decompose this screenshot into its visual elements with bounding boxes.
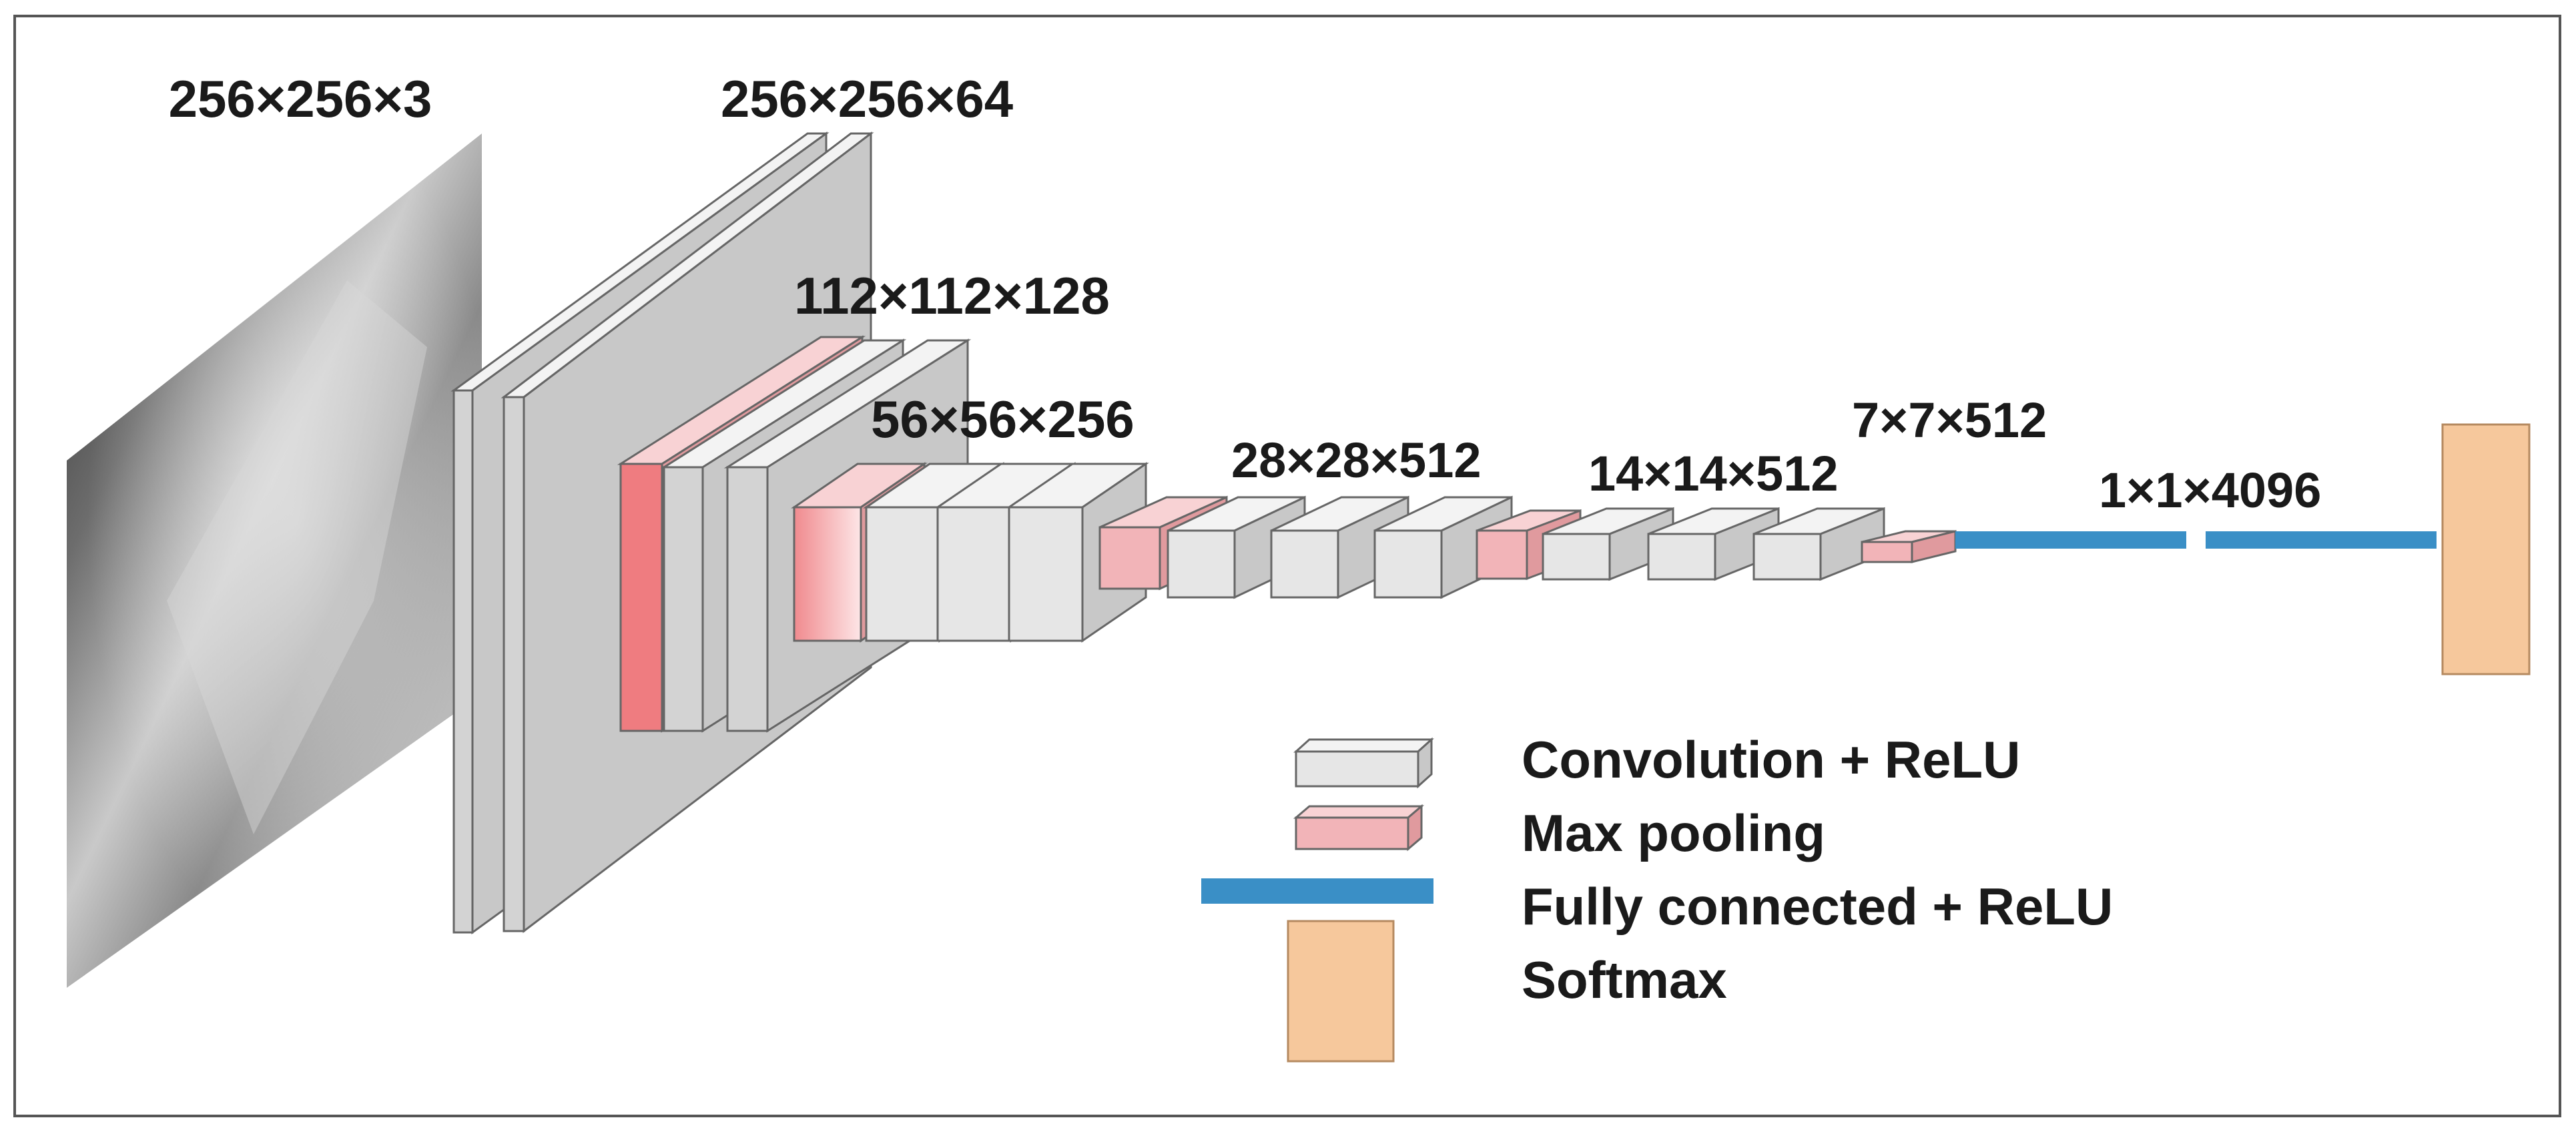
conv3-block-1-face bbox=[865, 506, 941, 642]
conv2-slab-2-face bbox=[726, 466, 769, 732]
fully-connected-bar-2 bbox=[2206, 531, 2437, 549]
legend-pool-swatch bbox=[1293, 804, 1425, 852]
input-xray-shape bbox=[167, 280, 427, 834]
stage-label-1x1x4096: 1×1×4096 bbox=[2099, 463, 2321, 518]
pool5-block-face bbox=[1861, 541, 1913, 563]
conv3-block-3-face bbox=[1008, 506, 1084, 642]
fully-connected-bar-1 bbox=[1955, 531, 2186, 549]
legend-softmax-label: Softmax bbox=[1522, 950, 1727, 1009]
conv5-block-1-face bbox=[1542, 533, 1611, 581]
pool3-block-face bbox=[1098, 526, 1161, 590]
legend-fc-label: Fully connected + ReLU bbox=[1522, 877, 2113, 936]
legend-softmax-swatch bbox=[1287, 920, 1395, 1063]
diagram-border bbox=[13, 15, 2561, 1117]
legend: Convolution + ReLU Max pooling Fully con… bbox=[1201, 730, 2113, 1063]
layer-blocks bbox=[450, 131, 1957, 934]
softmax-block bbox=[2441, 423, 2531, 675]
pool2-block-face bbox=[793, 506, 862, 642]
conv1-slab-1-face bbox=[452, 389, 474, 934]
stage-label-256x256x64: 256×256×64 bbox=[721, 69, 1013, 128]
pool1-slab-face bbox=[619, 463, 663, 732]
conv4-block-2-face bbox=[1270, 529, 1339, 599]
stage-label-56x56x256: 56×56×256 bbox=[871, 390, 1135, 449]
pool4-block-face bbox=[1476, 529, 1528, 580]
stage-label-112x112x128: 112×112×128 bbox=[794, 266, 1110, 325]
legend-conv-swatch bbox=[1293, 737, 1434, 789]
input-size-label: 256×256×3 bbox=[169, 69, 432, 128]
input-xray-highlight bbox=[67, 133, 482, 988]
conv1-slab-2-face bbox=[503, 396, 525, 932]
conv4-block-1-face bbox=[1167, 529, 1236, 599]
stage-label-14x14x512: 14×14×512 bbox=[1588, 446, 1839, 501]
legend-pool-label: Max pooling bbox=[1522, 804, 1825, 862]
conv5-block-3-face bbox=[1752, 533, 1822, 581]
conv4-block-3-face bbox=[1373, 529, 1443, 599]
input-image bbox=[67, 133, 482, 988]
conv2-slab-1-face bbox=[663, 466, 704, 732]
conv3-block-2-face bbox=[936, 506, 1012, 642]
stage-label-7x7x512: 7×7×512 bbox=[1852, 392, 2047, 448]
legend-fc-swatch bbox=[1201, 878, 1433, 904]
legend-conv-label: Convolution + ReLU bbox=[1522, 730, 2020, 789]
conv5-block-2-face bbox=[1647, 533, 1716, 581]
stage-label-28x28x512: 28×28×512 bbox=[1231, 433, 1482, 488]
